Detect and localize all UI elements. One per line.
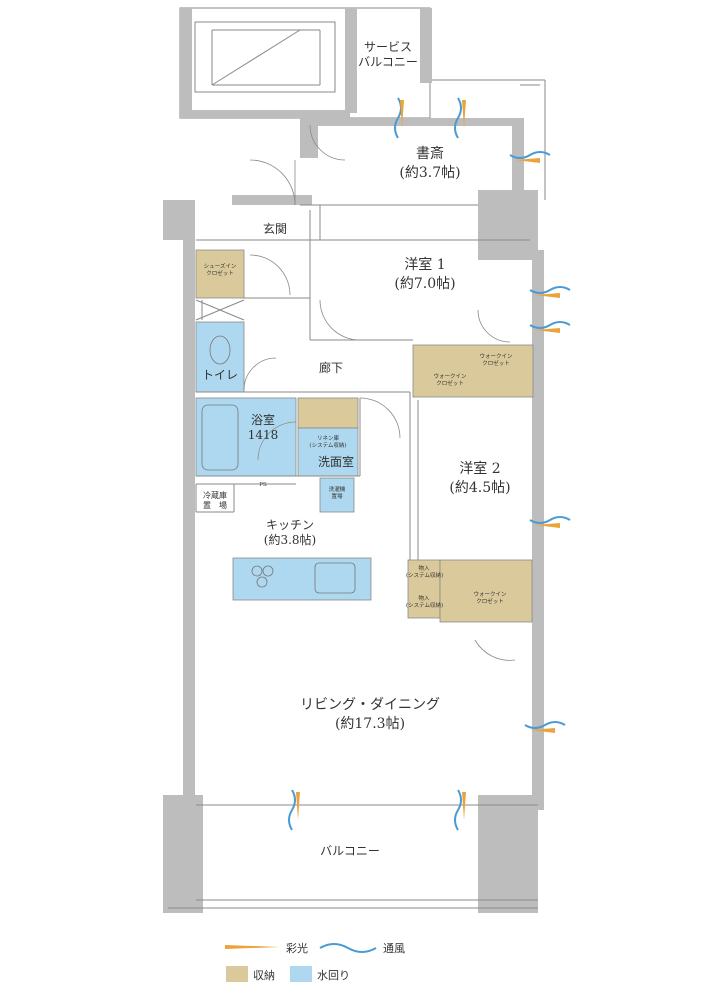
toilet-label: トイレ (201, 368, 238, 382)
walkin-closet-c-label: ウォークインクロゼット (473, 592, 507, 605)
washer-label: 洗濯機置場 (328, 487, 346, 500)
legend-daylight: 彩光 (286, 942, 308, 955)
walkin-closet-b-label: ウォークインクロゼット (433, 374, 467, 387)
ventilation-legend-icon (319, 943, 377, 953)
kitchen-fixtures (251, 562, 356, 594)
living-dining-label: リビング・ダイニング(約17.3帖) (300, 697, 440, 732)
legend-storage: 収納 (253, 969, 275, 982)
storage-2-label: 物入(システム収納) (406, 596, 444, 609)
ps-label: PS (259, 482, 267, 488)
western-room-1-label: 洋室 1(約7.0帖) (394, 257, 456, 292)
outer-walls (163, 118, 544, 913)
entrance-label: 玄関 (262, 222, 287, 236)
legend-water: 水回り (317, 969, 350, 982)
storage-1-label: 物入(システム収納) (406, 566, 444, 579)
walkin-closet-a-label: ウォークインクロゼット (479, 354, 513, 367)
balcony-label: バルコニー (320, 844, 380, 858)
interior-walls (168, 204, 538, 909)
storage-legend-swatch (226, 966, 248, 982)
fridge-label: 冷蔵庫置 場 (203, 491, 227, 510)
water-legend-swatch (290, 966, 312, 982)
legend-ventilation: 通風 (383, 942, 405, 955)
ventilation-arrows (288, 97, 571, 831)
corridor-label: 廊下 (318, 361, 343, 375)
service-balcony-label: サービスバルコニー (358, 40, 418, 69)
study-label: 書斎(約3.7帖) (399, 146, 461, 181)
daylight-legend-icon (225, 945, 280, 949)
washroom-label: 洗面室 (317, 455, 354, 469)
shoe-closet-label: シューズインクロゼット (203, 264, 237, 277)
service-balcony (179, 7, 546, 200)
kitchen-label: キッチン(約3.8帖) (263, 518, 317, 547)
door-swings (243, 124, 516, 661)
daylight-arrows (296, 100, 560, 820)
water-areas (195, 321, 372, 601)
linen-label: リネン庫(システム収納) (309, 436, 347, 449)
storage-areas (195, 249, 534, 623)
western-room-2-label: 洋室 2(約4.5帖) (449, 461, 511, 496)
